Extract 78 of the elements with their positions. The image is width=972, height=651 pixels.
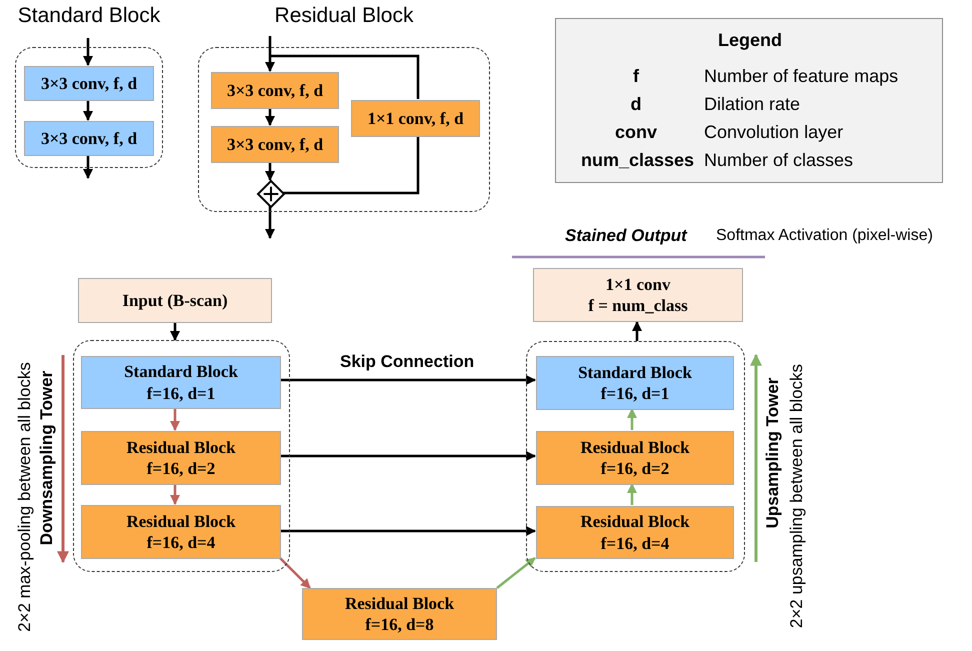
- legend-key: num_classes: [581, 150, 691, 171]
- block-parameters: Input (B-scan): [122, 290, 228, 312]
- network-block-box: [302, 588, 497, 640]
- block-parameters: 3×3 conv, f, d: [40, 72, 138, 94]
- arrow: [170, 323, 180, 341]
- sum-junction-diamond: [258, 181, 284, 207]
- block-parameters: f=16, d=4: [600, 532, 670, 554]
- arrow: [627, 408, 637, 430]
- block-parameters: f=16, d=2: [600, 458, 670, 480]
- block-title: Standard Block: [18, 4, 160, 28]
- arrow: [280, 375, 536, 385]
- block-parameters: 3×3 conv, f, d: [226, 134, 324, 156]
- tower-label: Upsampling Tower: [763, 376, 783, 530]
- arrow: [83, 100, 93, 121]
- block-name: Residual Block: [344, 592, 454, 614]
- arrow: [496, 557, 536, 589]
- pooling-note: 2×2 max-pooling between all blocks: [15, 361, 35, 634]
- legend-title: Legend: [716, 30, 783, 51]
- network-block-box: [81, 356, 281, 409]
- upsampling-note: 2×2 upsampling between all blocks: [787, 362, 807, 630]
- block-parameters: 3×3 conv, f, d: [226, 80, 324, 102]
- arrow: [265, 36, 275, 72]
- arrow: [265, 108, 275, 126]
- block-name: Standard Block: [124, 361, 238, 382]
- arrow: [170, 408, 180, 431]
- legend-key: conv: [581, 122, 691, 143]
- layer-box: [533, 268, 743, 322]
- legend-description: Number of classes: [704, 150, 854, 171]
- legend-panel: [555, 18, 943, 183]
- arrow: [280, 451, 536, 461]
- block-parameters: f = num_class: [588, 295, 688, 316]
- arrow: [83, 38, 93, 66]
- network-block-box: [536, 356, 734, 410]
- network-block-box: [81, 505, 281, 559]
- network-block-box: [211, 72, 339, 109]
- legend-description: Dilation rate: [704, 94, 802, 115]
- block-parameters: f=16, d=4: [146, 532, 216, 554]
- network-block-box: [211, 126, 339, 163]
- legend-key: d: [581, 94, 691, 115]
- block-name: Standard Block: [578, 362, 692, 383]
- network-block-box: [536, 506, 734, 559]
- block-name: Residual Block: [126, 510, 236, 532]
- block-parameters: f=16, d=2: [146, 458, 216, 480]
- arrow: [279, 557, 311, 589]
- activation-note: Softmax Activation (pixel-wise): [716, 227, 933, 245]
- connector-line: [270, 54, 420, 99]
- output-title: Stained Output: [565, 226, 687, 246]
- arrow: [265, 162, 275, 181]
- block-title: Residual Block: [274, 4, 414, 28]
- block-parameters: f=16, d=8: [365, 614, 434, 636]
- block-name: 1×1 conv: [606, 274, 670, 295]
- block-parameters: 1×1 conv, f, d: [367, 108, 464, 130]
- dashed-group-frame: [73, 340, 290, 572]
- arrow: [265, 206, 275, 239]
- tower-label: Downsampling Tower: [37, 370, 57, 548]
- legend-description: Number of feature maps: [704, 66, 900, 87]
- arrow: [632, 321, 642, 341]
- network-block-box: [24, 121, 154, 156]
- block-name: Residual Block: [580, 511, 690, 532]
- edge-label: Skip Connection: [338, 352, 476, 372]
- legend-description: Convolution layer: [704, 122, 844, 143]
- legend-key: f: [581, 66, 691, 87]
- arrow: [170, 484, 180, 505]
- network-block-box: [24, 66, 154, 101]
- arrow: [83, 155, 93, 179]
- connector-line: [283, 136, 420, 194]
- arrow: [627, 483, 637, 505]
- network-block-box: [81, 431, 281, 485]
- arrow: [280, 526, 536, 536]
- dashed-group-frame: [526, 341, 745, 572]
- block-parameters: f=16, d=1: [146, 382, 216, 404]
- layer-box: [78, 278, 272, 323]
- block-name: Residual Block: [580, 436, 690, 458]
- network-block-box: [536, 431, 734, 485]
- block-name: Residual Block: [126, 436, 236, 458]
- network-block-box: [351, 100, 480, 137]
- block-parameters: f=16, d=1: [600, 383, 670, 404]
- block-parameters: 3×3 conv, f, d: [40, 128, 138, 150]
